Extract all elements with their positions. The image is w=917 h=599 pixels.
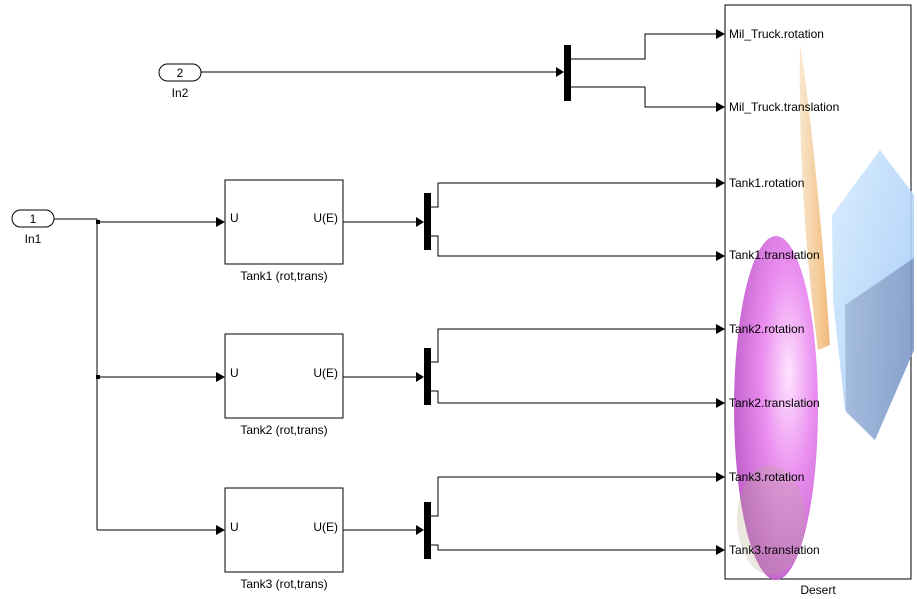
- demux-tank1[interactable]: [424, 193, 431, 250]
- subsystem-tank2-name: Tank2 (rot,trans): [240, 423, 327, 437]
- inport-1-name: In1: [25, 232, 42, 246]
- port-label-tank2-translation: Tank2.translation: [729, 396, 820, 410]
- port-label-tank1-rotation: Tank1.rotation: [729, 176, 804, 190]
- subsystem-tank3-input-label: U: [230, 520, 239, 534]
- vr-sink-name: Desert: [800, 583, 836, 597]
- vr-sink-port-labels: Mil_Truck.rotation Mil_Truck.translation…: [729, 27, 839, 557]
- inport-2[interactable]: 2 In2: [158, 63, 202, 100]
- subsystem-tank2-input-label: U: [230, 366, 239, 380]
- subsystem-tank3-output-label: U(E): [313, 520, 338, 534]
- signal-lines: [54, 33, 716, 551]
- port-label-tank2-rotation: Tank2.rotation: [729, 322, 804, 336]
- vr-sink-block[interactable]: Desert: [724, 4, 914, 597]
- subsystem-tank3[interactable]: U U(E) Tank3 (rot,trans): [224, 487, 344, 591]
- subsystem-tank2[interactable]: U U(E) Tank2 (rot,trans): [224, 333, 344, 437]
- inport-2-name: In2: [172, 86, 189, 100]
- inport-2-number: 2: [177, 66, 184, 80]
- port-label-tank1-translation: Tank1.translation: [729, 248, 820, 262]
- port-label-tank3-rotation: Tank3.rotation: [729, 470, 804, 484]
- port-label-tank3-translation: Tank3.translation: [729, 543, 820, 557]
- subsystem-tank2-output-label: U(E): [313, 366, 338, 380]
- demux-tank3[interactable]: [424, 502, 431, 559]
- subsystem-tank1-output-label: U(E): [313, 211, 338, 225]
- port-label-mil-truck-rotation: Mil_Truck.rotation: [729, 27, 824, 41]
- inport-1[interactable]: 1 In1: [11, 209, 55, 246]
- subsystem-tank3-name: Tank3 (rot,trans): [240, 577, 327, 591]
- subsystem-tank1-input-label: U: [230, 211, 239, 225]
- world-preview-image: [734, 45, 914, 580]
- subsystem-tank1[interactable]: U U(E) Tank1 (rot,trans): [224, 179, 344, 283]
- demux-mil-truck[interactable]: [564, 45, 571, 101]
- inport-1-number: 1: [30, 212, 37, 226]
- demux-tank2[interactable]: [424, 348, 431, 405]
- signal-arrowheads: [216, 29, 725, 555]
- port-label-mil-truck-translation: Mil_Truck.translation: [729, 100, 839, 114]
- subsystem-tank1-name: Tank1 (rot,trans): [240, 269, 327, 283]
